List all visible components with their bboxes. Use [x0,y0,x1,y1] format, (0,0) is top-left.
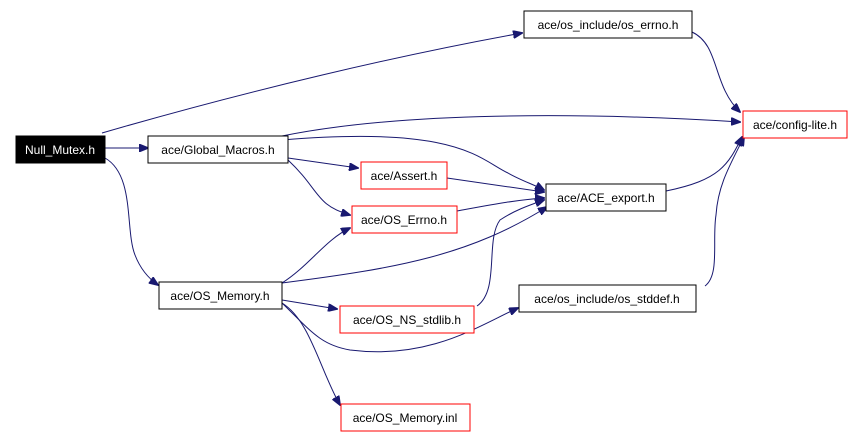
node-assert[interactable]: ace/Assert.h [360,161,448,190]
node-label: ace/OS_Memory.h [170,289,269,303]
node-global-macros[interactable]: ace/Global_Macros.h [147,135,289,164]
node-label: ace/os_include/os_errno.h [538,18,679,32]
edge-os-memory-to-os-ns-stdlib [281,299,337,309]
edge-null-mutex-to-os-memory [104,157,158,285]
node-os-include-errno[interactable]: ace/os_include/os_errno.h [523,10,693,39]
edge-os-errno-to-ace-export [456,198,544,212]
edge-global-macros-to-config-lite [281,115,740,137]
node-os-memory-inl[interactable]: ace/OS_Memory.inl [340,403,471,432]
edge-global-macros-to-assert [287,157,358,168]
edge-os-memory-to-os-include-stddef [281,302,518,353]
edge-global-macros-to-os-errno [287,159,350,215]
node-label: ace/OS_Errno.h [361,213,447,227]
node-os-memory[interactable]: ace/OS_Memory.h [158,281,283,310]
node-label: ace/OS_Memory.inl [353,411,457,425]
node-os-include-stddef[interactable]: ace/os_include/os_stddef.h [518,284,697,313]
node-config-lite[interactable]: ace/config-lite.h [742,110,848,139]
edge-os-memory-to-os-errno [281,228,350,284]
edge-os-memory-to-os-memory-inl [281,302,340,405]
edge-global-macros-to-ace-export [281,135,544,190]
node-os-errno[interactable]: ace/OS_Errno.h [351,205,458,234]
node-label: ace/OS_NS_stdlib.h [353,313,461,327]
node-label: ace/Global_Macros.h [161,143,274,157]
node-null-mutex[interactable]: Null_Mutex.h [15,135,106,164]
edge-os-ns-stdlib-to-ace-export [476,200,544,307]
node-label: ace/Assert.h [371,169,438,183]
node-label: ace/os_include/os_stddef.h [534,292,679,306]
edge-assert-to-ace-export [446,177,544,192]
edge-null-mutex-to-os-errno-include [101,33,522,134]
edge-os-memory-to-ace-export [281,207,547,284]
node-label: Null_Mutex.h [25,143,95,157]
edge-os-errno-include-to-config-lite [691,31,740,112]
node-label: ace/ACE_export.h [557,191,654,205]
node-label: ace/config-lite.h [753,118,837,132]
node-ace-export[interactable]: ace/ACE_export.h [545,183,667,212]
node-os-ns-stdlib[interactable]: ace/OS_NS_stdlib.h [339,305,475,334]
edge-os-include-stddef-to-config-lite [704,137,744,287]
edges [101,31,744,405]
